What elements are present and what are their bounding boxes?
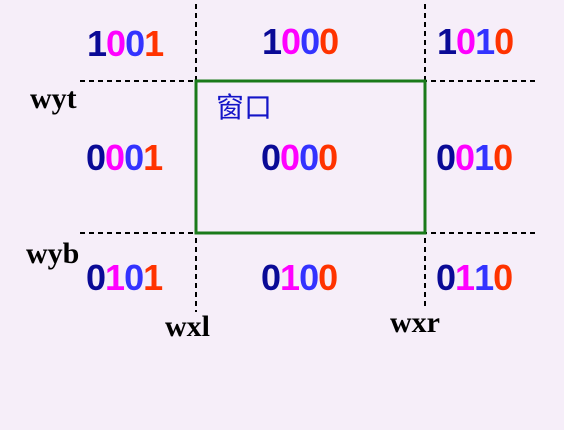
code-bit-4: 0 — [318, 137, 338, 178]
wyt-label: wyt — [30, 82, 77, 115]
code-top-center: 1000 — [262, 21, 339, 62]
code-bit-2: 1 — [455, 257, 475, 298]
code-bit-1: 0 — [436, 257, 456, 298]
code-bit-4: 1 — [143, 257, 163, 298]
code-bit-4: 0 — [318, 257, 338, 298]
code-bit-3: 0 — [299, 137, 319, 178]
code-bit-2: 0 — [280, 137, 300, 178]
code-bit-2: 0 — [455, 137, 475, 178]
code-bit-2: 1 — [280, 257, 300, 298]
code-bit-3: 0 — [124, 257, 144, 298]
code-bit-4: 1 — [144, 23, 164, 64]
code-bit-4: 1 — [143, 137, 163, 178]
wxr-label: wxr — [390, 306, 440, 339]
code-bit-2: 1 — [105, 257, 125, 298]
code-bottom-center: 0100 — [261, 257, 338, 298]
wyb-label: wyb — [26, 237, 80, 270]
code-bit-4: 0 — [493, 257, 513, 298]
code-bit-3: 1 — [475, 21, 495, 62]
code-bit-2: 0 — [105, 137, 125, 178]
code-bit-1: 1 — [262, 21, 282, 62]
code-bit-2: 0 — [106, 23, 126, 64]
code-middle-right: 0010 — [436, 137, 513, 178]
code-bit-1: 0 — [86, 257, 106, 298]
code-bit-3: 0 — [124, 137, 144, 178]
code-top-left: 1001 — [87, 23, 164, 64]
code-bit-1: 0 — [436, 137, 456, 178]
code-bit-2: 0 — [281, 21, 301, 62]
clip-window — [194, 79, 427, 235]
code-bottom-right: 0110 — [436, 257, 513, 298]
code-bit-4: 0 — [493, 137, 513, 178]
code-middle-left: 0001 — [86, 137, 163, 178]
code-bit-1: 0 — [261, 257, 281, 298]
code-bit-1: 1 — [437, 21, 457, 62]
code-bit-3: 1 — [474, 257, 494, 298]
code-bit-4: 0 — [494, 21, 514, 62]
code-bit-3: 1 — [474, 137, 494, 178]
code-bit-3: 0 — [125, 23, 145, 64]
code-bit-1: 0 — [261, 137, 281, 178]
code-bit-1: 0 — [86, 137, 106, 178]
code-bit-3: 0 — [299, 257, 319, 298]
code-bottom-left: 0101 — [86, 257, 163, 298]
window-label: 窗口 — [216, 91, 273, 124]
code-bit-4: 0 — [319, 21, 339, 62]
code-bit-3: 0 — [300, 21, 320, 62]
wxl-label: wxl — [165, 310, 210, 343]
code-bit-2: 0 — [456, 21, 476, 62]
code-top-right: 1010 — [437, 21, 514, 62]
code-middle-center: 0000 — [261, 137, 338, 178]
code-bit-1: 1 — [87, 23, 107, 64]
